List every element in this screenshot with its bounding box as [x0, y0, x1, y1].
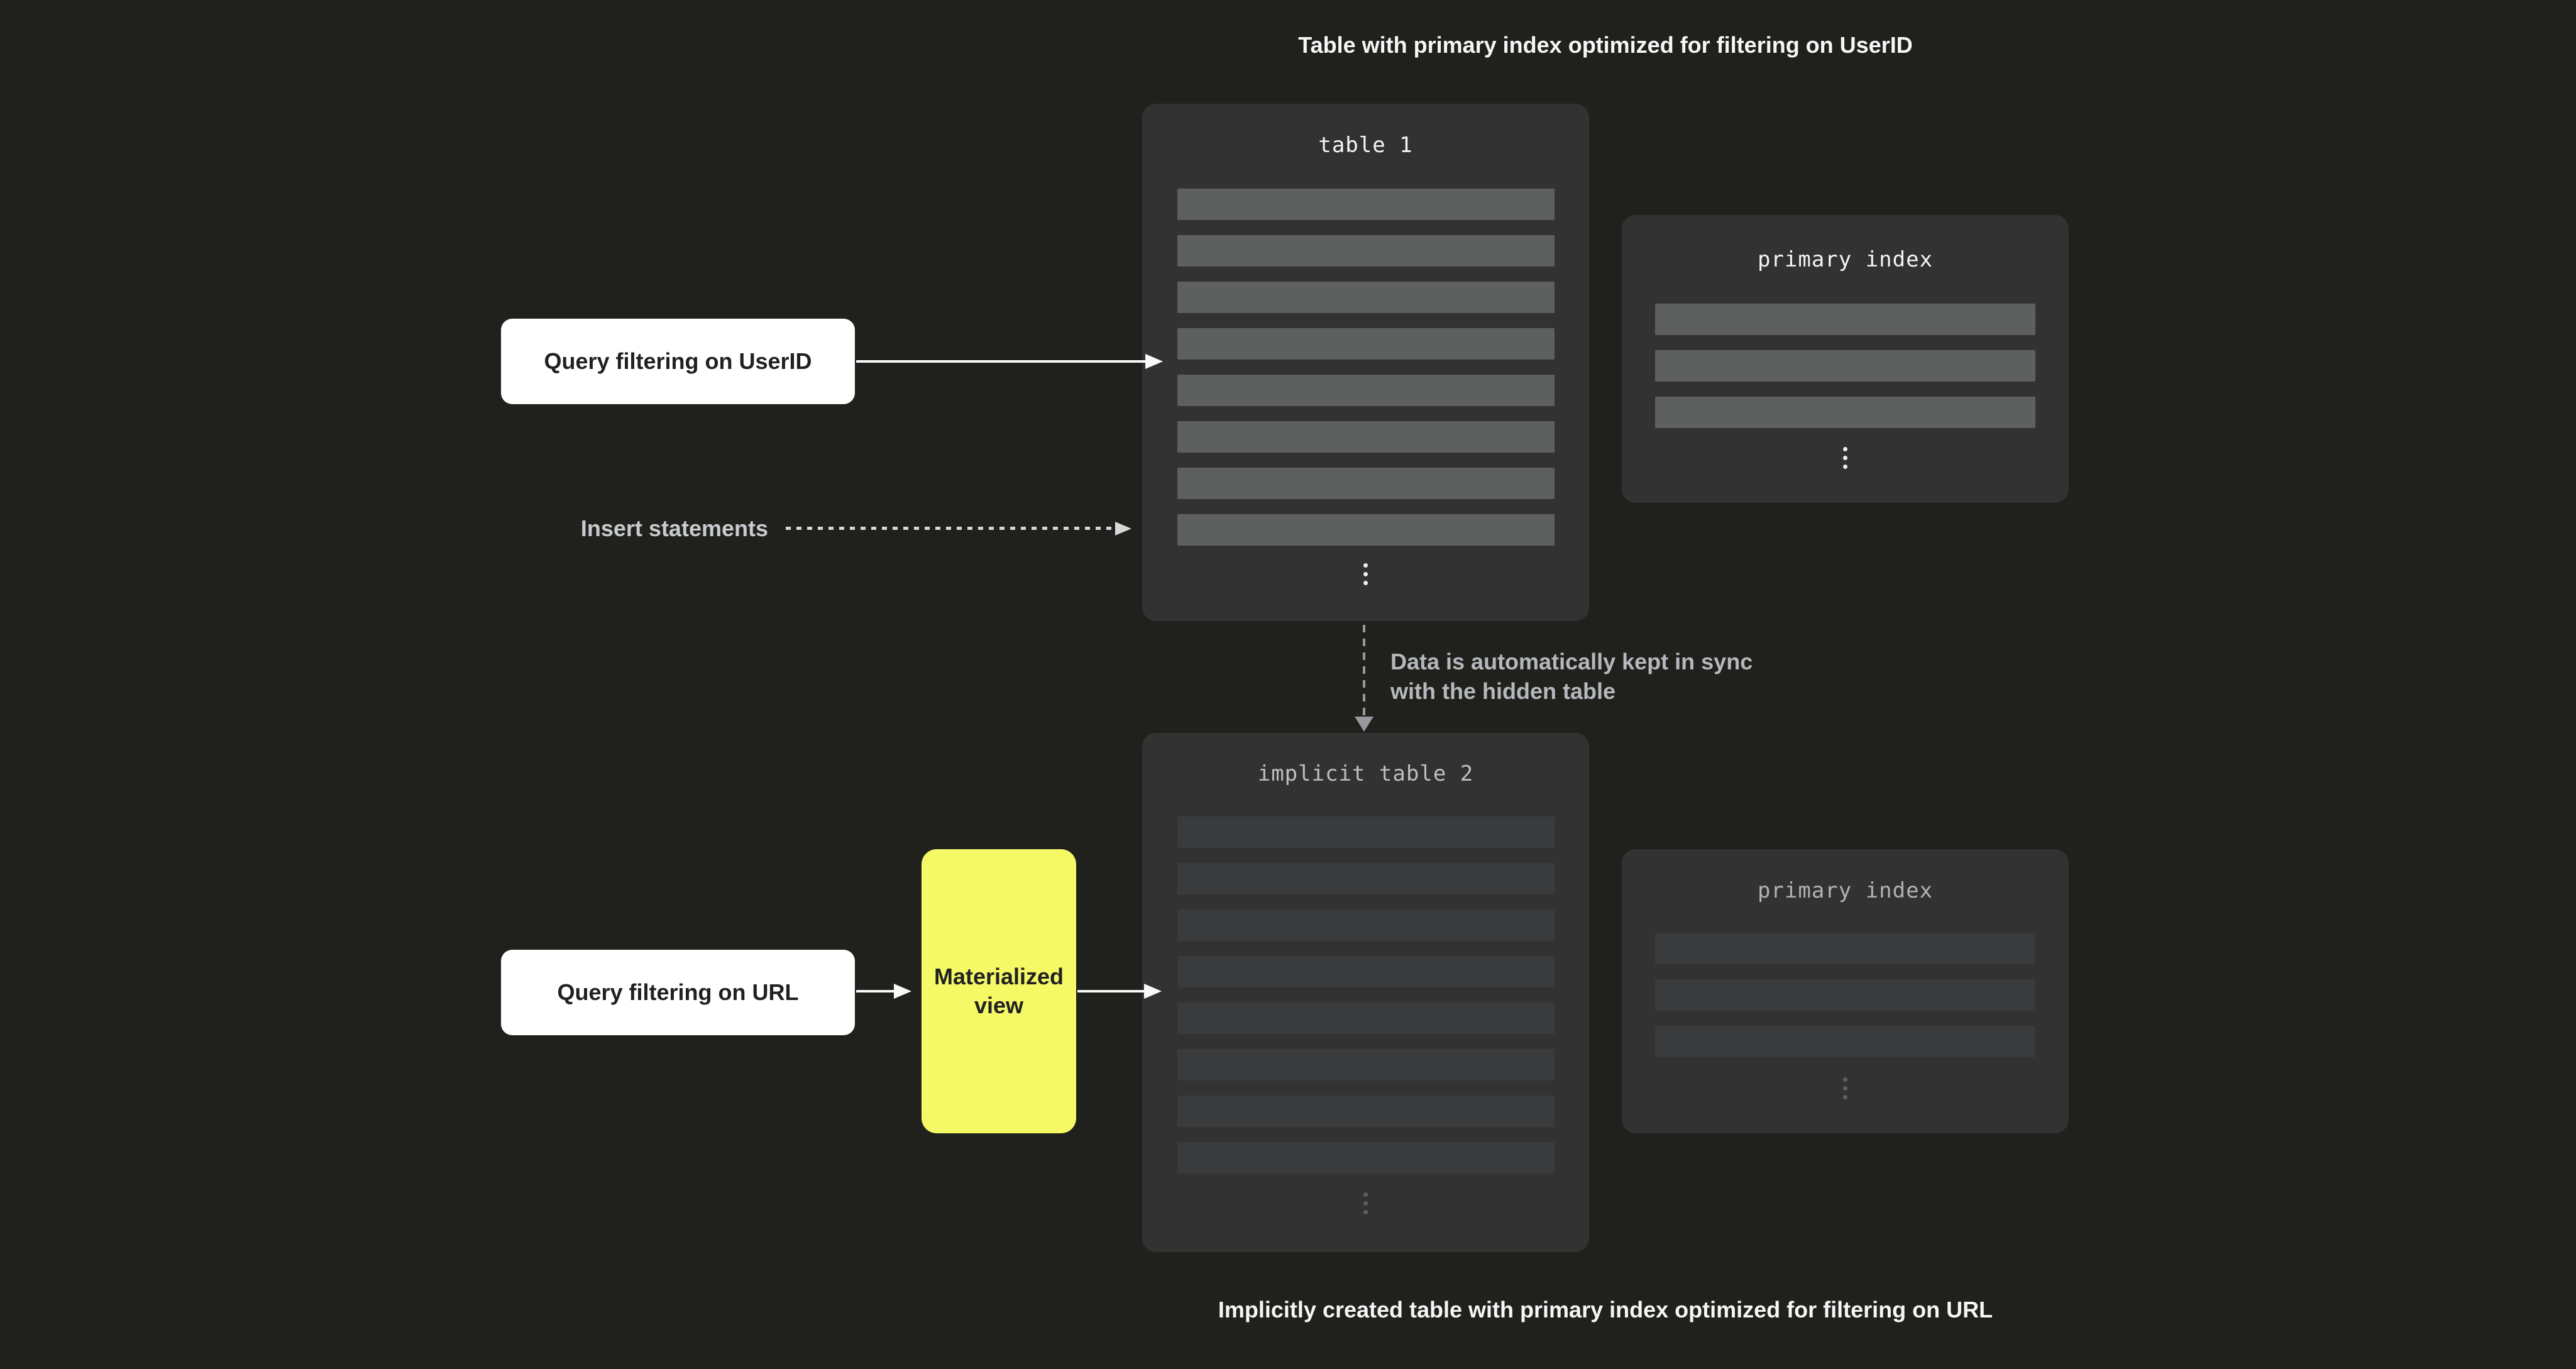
table1-title: table 1 [1318, 133, 1413, 158]
table-row [1177, 1049, 1555, 1080]
table-row [1177, 956, 1555, 987]
arrow-query-userid-to-table1 [856, 360, 1147, 363]
table-row [1177, 235, 1555, 267]
table-row [1655, 304, 2035, 335]
primary-index-bottom-panel: primary index [1622, 849, 2069, 1133]
caption-bottom: Implicitly created table with primary in… [1218, 1297, 1993, 1322]
table-row [1655, 1026, 2035, 1057]
arrow-query-url-to-view [856, 990, 895, 992]
table-row [1177, 189, 1555, 220]
query-url-box: Query filtering on URL [501, 950, 855, 1035]
table-row [1655, 397, 2035, 428]
table-row [1655, 979, 2035, 1011]
arrow-table1-to-table2-sync [1363, 625, 1365, 718]
arrow-insert-statements-to-table1 [786, 527, 1118, 530]
table-row [1177, 282, 1555, 313]
table-row [1655, 933, 2035, 964]
sync-note-line1: Data is automatically kept in sync [1390, 649, 1753, 674]
materialized-view-label: Materialized view [933, 964, 1064, 1018]
primary-index-bottom-title: primary index [1757, 878, 1934, 903]
more-rows-ellipsis [1622, 1077, 2069, 1099]
query-userid-label: Query filtering on UserID [544, 348, 812, 374]
more-rows-ellipsis [1622, 447, 2069, 469]
table2-title: implicit table 2 [1257, 761, 1474, 786]
caption-top: Table with primary index optimized for f… [1298, 32, 1913, 58]
primary-index-bottom-rows [1655, 933, 2035, 1057]
arrow-view-to-table2 [1077, 990, 1145, 992]
arrowhead-right [1115, 522, 1131, 536]
table1-rows [1177, 189, 1555, 546]
table-row [1177, 816, 1555, 848]
table-row [1177, 1142, 1555, 1174]
more-rows-ellipsis [1142, 563, 1589, 585]
primary-index-top-rows [1655, 304, 2035, 428]
table-row [1177, 863, 1555, 894]
table-row [1177, 375, 1555, 406]
table2-rows [1177, 816, 1555, 1174]
primary-index-top-panel: primary index [1622, 215, 2069, 503]
arrowhead-right [1144, 984, 1162, 999]
table-row [1177, 468, 1555, 499]
insert-statements-label: Insert statements [580, 515, 768, 541]
table1-panel: table 1 [1142, 104, 1589, 621]
query-userid-box: Query filtering on UserID [501, 319, 855, 404]
table-row [1177, 514, 1555, 546]
table-row [1177, 1003, 1555, 1034]
table2-panel: implicit table 2 [1142, 733, 1589, 1252]
primary-index-top-title: primary index [1757, 247, 1934, 272]
table-row [1177, 421, 1555, 453]
query-url-label: Query filtering on URL [557, 979, 799, 1005]
sync-note: Data is automatically kept in sync with … [1390, 647, 1753, 706]
table-row [1177, 1096, 1555, 1127]
sync-note-line2: with the hidden table [1390, 678, 1616, 704]
table-row [1655, 350, 2035, 382]
more-rows-ellipsis [1142, 1192, 1589, 1214]
arrowhead-down [1355, 717, 1373, 732]
arrowhead-right [1145, 354, 1163, 369]
table-row [1177, 328, 1555, 360]
materialized-view-box: Materialized view [922, 849, 1076, 1133]
table-row [1177, 910, 1555, 941]
arrowhead-right [894, 984, 911, 999]
